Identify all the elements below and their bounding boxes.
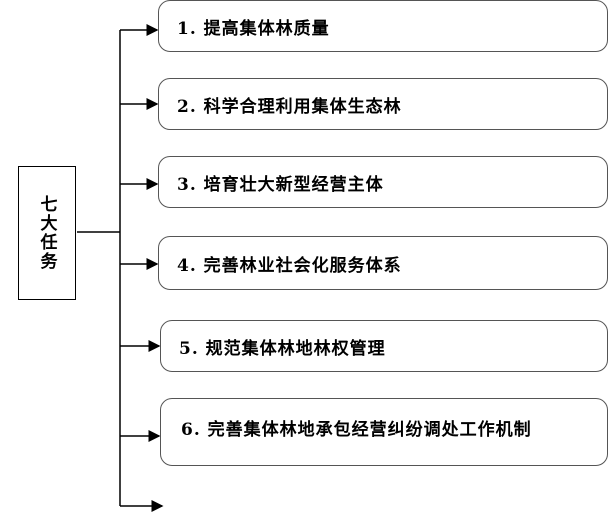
task-node-1: 1. 提高集体林质量 (158, 0, 608, 52)
task-label: 2. 科学合理利用集体生态林 (177, 96, 402, 117)
task-label: 4. 完善林业社会化服务体系 (177, 255, 402, 276)
task-node-5: 5. 规范集体林地林权管理 (160, 320, 608, 372)
task-node-3: 3. 培育壮大新型经营主体 (158, 156, 608, 208)
task-label: 1. 提高集体林质量 (177, 18, 330, 39)
task-node-4: 4. 完善林业社会化服务体系 (158, 236, 608, 290)
task-label: 3. 培育壮大新型经营主体 (177, 174, 384, 195)
task-node-6: 6. 完善集体林地承包经营纠纷调处工作机制 (160, 398, 608, 466)
root-label: 七大任务 (36, 195, 57, 271)
task-node-2: 2. 科学合理利用集体生态林 (158, 78, 608, 130)
task-label: 6. 完善集体林地承包经营纠纷调处工作机制 (181, 420, 532, 440)
task-label: 5. 规范集体林地林权管理 (179, 338, 386, 359)
root-node: 七大任务 (18, 166, 76, 300)
